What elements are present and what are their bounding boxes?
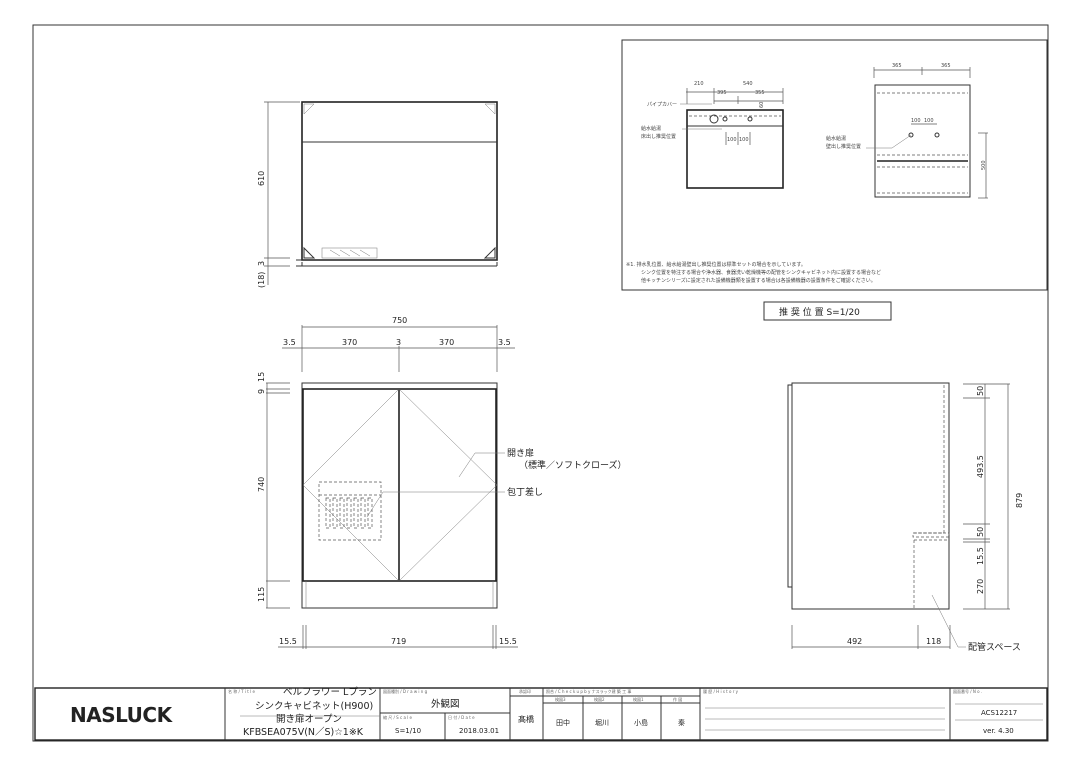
dim-492: 492: [847, 637, 862, 646]
inset-note-2: シンク位置を特注する場合や浄水器、食器洗い乾燥機等の配管をシンクキャビネット内に…: [641, 269, 881, 276]
inset-dim-365-a: 365: [892, 63, 902, 69]
dim-3.5-right: 3.5: [498, 338, 511, 347]
title-line-1: ベルフラワー Lプラン: [283, 687, 377, 698]
dim-9: 9: [257, 389, 266, 394]
recommended-title: 推 奨 位 置 S=1/20: [779, 306, 860, 318]
dim-50-top: 50: [976, 386, 985, 396]
version: ver. 4.30: [983, 727, 1014, 735]
dim-15: 15: [257, 372, 266, 382]
top-base-dim: (18): [257, 272, 266, 288]
check-col-1: 検図3: [555, 696, 566, 702]
scale-label: 縮 尺 / S c a l e: [383, 714, 413, 720]
inset-dim-355: 355: [755, 90, 765, 96]
dim-370-right: 370: [439, 338, 454, 347]
dim-750: 750: [392, 316, 407, 325]
dim-50-mid: 50: [976, 527, 985, 537]
title-line-3: 開き扉オープン: [276, 713, 342, 725]
inset-dim-100-d: 100: [924, 118, 934, 124]
check-col-2: 検図2: [594, 696, 605, 702]
drafter: 秦: [678, 718, 685, 727]
inset-note-1: ※1. 排水乳位置、給水給湯壁出し推奨位置は標準セットの場合を示しています。: [626, 261, 806, 268]
pipe-space-callout: 配管スペース: [968, 641, 1021, 653]
checker-3: 小島: [634, 718, 648, 727]
date-label: 日 付 / D a t e: [448, 714, 475, 720]
dim-740: 740: [257, 477, 266, 492]
inset-dim-365-b: 365: [941, 63, 951, 69]
dim-15.5: 15.5: [976, 547, 985, 565]
pipe-cover-label: パイプカバー: [647, 102, 677, 108]
title-label: 名 称 / T i t l e: [228, 688, 255, 694]
drawing-no-label: 図面番号 / N o .: [953, 688, 982, 694]
inset-dim-500: 500: [981, 160, 987, 170]
dim-3-center: 3: [396, 338, 401, 347]
knife-rack-callout: 包丁差し: [507, 486, 543, 498]
dim-879: 879: [1015, 493, 1024, 508]
dim-115: 115: [257, 587, 266, 602]
supply-floor-label-1: 給水給湯: [641, 125, 661, 132]
dim-118: 118: [926, 637, 941, 646]
dim-719: 719: [391, 637, 406, 646]
check-col-4: 作 図: [673, 696, 682, 702]
inset-dim-100-a: 100: [727, 137, 737, 143]
title-block: [34, 687, 1048, 741]
dim-370-left: 370: [342, 338, 357, 347]
inset-note-3: 他キッチンシリーズに設定された設備機器類を設置する場合は各設備機器の設置条件をご…: [641, 277, 876, 284]
dim-270: 270: [976, 579, 985, 594]
door-callout: 開き扉: [507, 447, 534, 459]
history-label: 履 歴 / H i s t o r y: [703, 688, 739, 694]
inset-dim-60: 60: [759, 102, 765, 108]
date-value: 2018.03.01: [459, 727, 499, 735]
check-label: 照合 / C h e c k u p b y ナスラック建 築 工 事: [546, 688, 631, 694]
inset-dim-100-c: 100: [911, 118, 921, 124]
side-view: 配管スペース 50 493.5 50 15.5 270 879 492 118: [787, 382, 1024, 653]
title-line-2: シンクキャビネット(H900): [255, 701, 373, 712]
approval-label: 承認印: [519, 688, 531, 694]
recommended-title-box: [763, 301, 892, 321]
inset-dim-540: 540: [743, 81, 753, 87]
scale-value: S=1/10: [395, 727, 421, 735]
front-view: 750 3.5 370 3 370 3.5 開き扉 （標準／ソフトクローズ） 包…: [257, 316, 627, 649]
top-depth-dim: 610: [257, 171, 266, 186]
drawing-no-value: ACS12217: [981, 709, 1017, 717]
drawing-type-label: 図面種別 / D r a w i n g: [383, 688, 428, 694]
top-gap-dim: 3: [257, 261, 266, 266]
dim-15.5-left: 15.5: [279, 637, 297, 646]
door-callout-sub: （標準／ソフトクローズ）: [519, 459, 627, 471]
model-number: KFBSEA075V(N／S)☆1※K: [243, 727, 364, 738]
checker-1: 田中: [556, 718, 570, 727]
checker-2: 堀川: [595, 718, 609, 727]
inset-dim-395: 395: [717, 90, 727, 96]
nasluck-logo: NASLUCK: [70, 703, 174, 727]
dim-493.5: 493.5: [976, 455, 985, 478]
sheet-border: [32, 24, 1049, 742]
check-col-3: 検図1: [633, 696, 644, 702]
supply-floor-label-2: 床出し推奨位置: [641, 133, 676, 140]
dim-15.5-right: 15.5: [499, 637, 517, 646]
supply-wall-label-2: 壁出し推奨位置: [826, 143, 861, 150]
recommended-position-inset: 210 540 395 355 60 100 100 パイプカバー 給水給湯 床…: [621, 39, 1048, 291]
top-view: 610 3 (18): [257, 101, 498, 288]
inset-dim-210: 210: [694, 81, 704, 87]
drawing-type-value: 外観図: [431, 698, 460, 710]
inset-dim-100-b: 100: [739, 137, 749, 143]
supply-wall-label-1: 給水給湯: [826, 135, 846, 142]
approval-value: 髙橋: [518, 714, 534, 724]
dim-3.5-left: 3.5: [283, 338, 296, 347]
